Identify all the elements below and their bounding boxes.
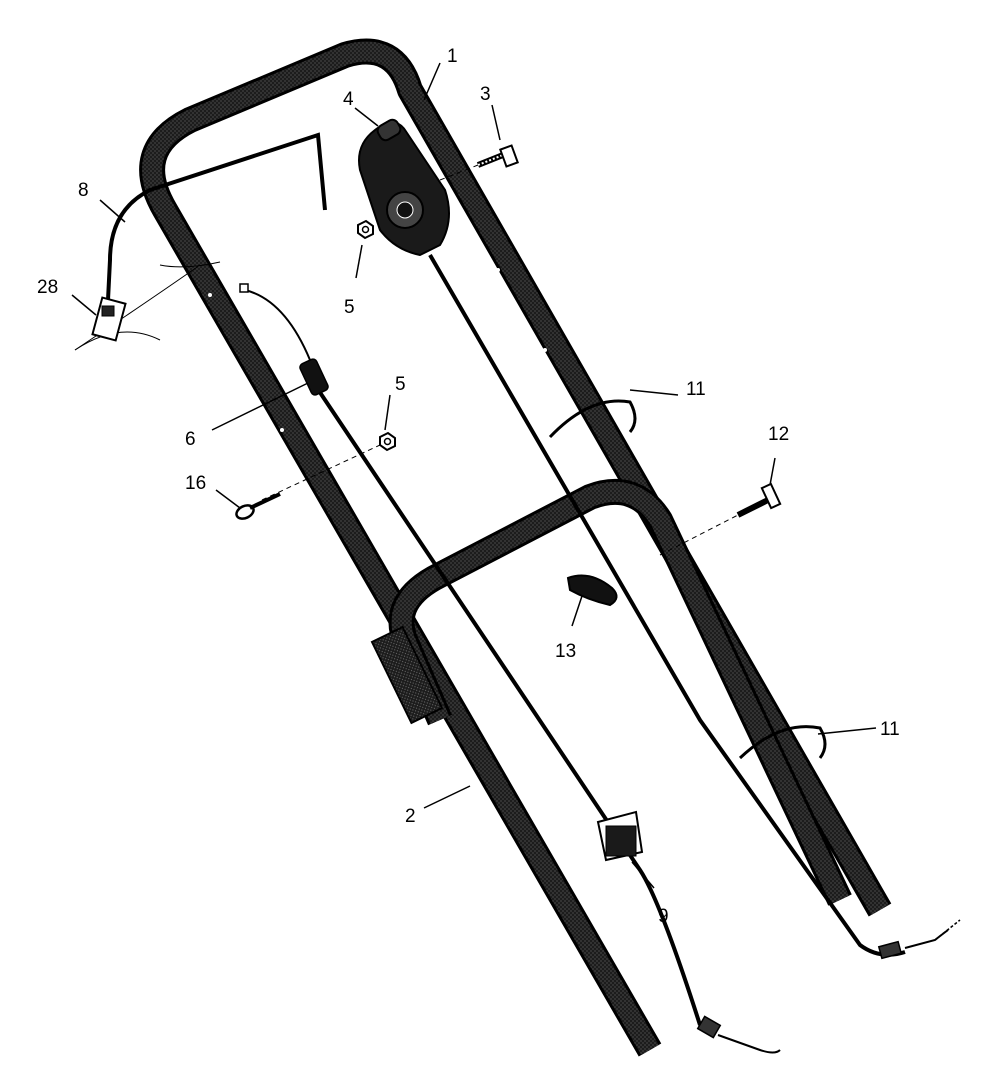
callout-11-lower: 11 [880,719,900,740]
callout-6: 6 [185,429,196,450]
eyebolt-16 [235,492,281,520]
callout-12: 12 [768,424,789,445]
callout-16: 16 [185,473,206,494]
cable-clips-11 [548,399,827,760]
callout-3: 3 [480,84,491,105]
callout-1: 1 [447,46,458,67]
control-housing [358,118,450,257]
wire-harness [74,132,327,351]
bolt-3 [439,144,519,181]
nut-5-lower [261,431,396,501]
callout-4: 4 [343,89,354,110]
callout-2: 2 [405,806,416,827]
bolt-12 [659,482,782,556]
upper-handle [139,38,892,1057]
control-cables [239,253,961,1054]
callout-13: 13 [555,641,576,662]
callout-5-upper: 5 [344,297,355,318]
callout-8: 8 [78,180,89,201]
knob-13 [566,574,618,607]
callout-11-upper: 11 [686,379,706,400]
lower-handle [370,478,852,906]
callout-28: 28 [37,277,58,298]
nut-5-upper [357,219,374,240]
callout-5-lower: 5 [395,374,406,395]
leader-lines [71,62,877,889]
callout-9: 9 [658,906,669,927]
grip-9 [596,810,644,862]
callout-labels: 1 2 3 4 5 5 6 8 9 11 11 12 13 16 28 [37,46,900,927]
